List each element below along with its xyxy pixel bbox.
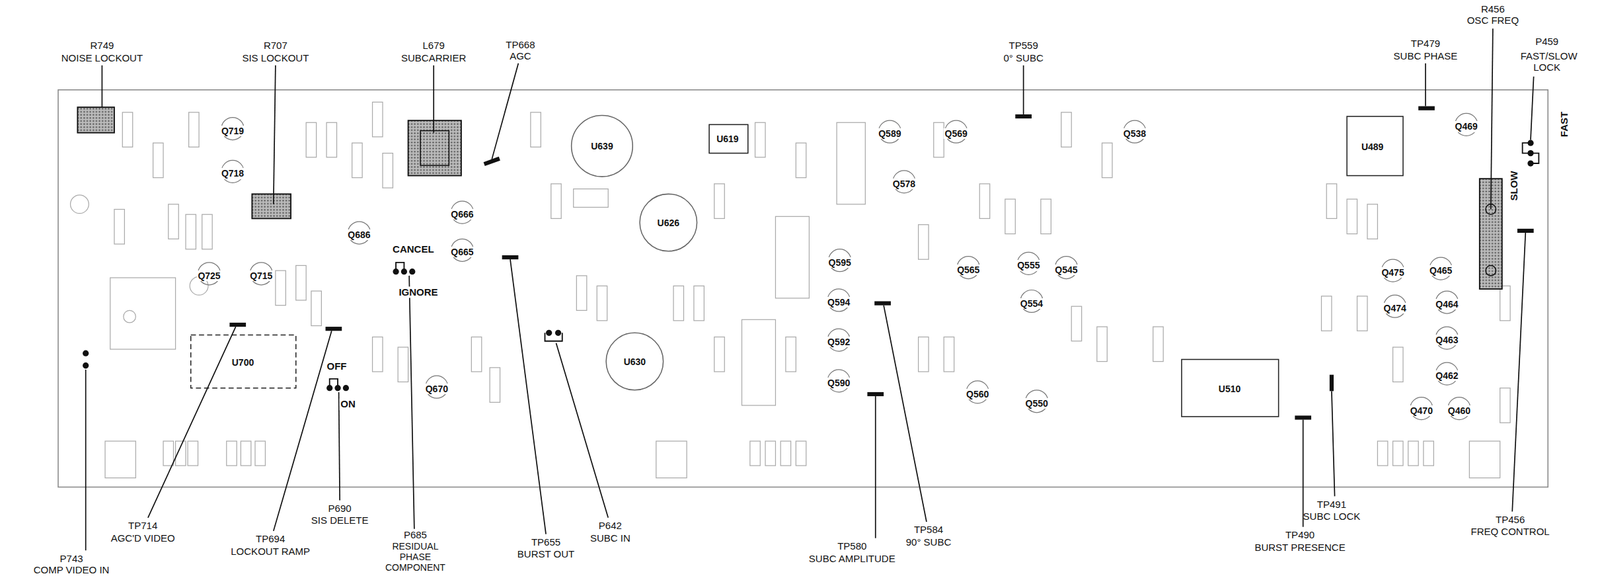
callout-label: OSC FREQ [1467, 14, 1519, 26]
callout-label: SUBC AMPLITUDE [808, 552, 896, 564]
callout-label: FREQ CONTROL [1471, 526, 1550, 538]
part-number: U639 [589, 140, 614, 152]
part-number: Q569 [943, 128, 969, 139]
callout-label: TP655 [531, 535, 561, 548]
callout-label: P690 [328, 502, 352, 514]
callout-label: COMP VIDEO IN [33, 563, 110, 575]
part-number: U619 [715, 133, 740, 145]
jumper-position: FAST [1558, 110, 1570, 139]
jumper-position: CANCEL [391, 243, 436, 255]
part-number: U630 [622, 356, 648, 367]
part-number: Q460 [1446, 405, 1472, 416]
part-number: Q464 [1434, 298, 1460, 310]
callout-label: SIS LOCKOUT [241, 52, 309, 64]
callout-label: R456 [1481, 3, 1505, 15]
callout-label: SUBC LOCK [1303, 510, 1361, 523]
callout-label: FAST/SLOW LOCK [1520, 49, 1574, 73]
part-number: Q463 [1434, 334, 1460, 345]
callout-label: TP584 [914, 524, 944, 536]
part-number: Q665 [449, 246, 475, 258]
callout-label: L679 [422, 40, 445, 52]
callout-label: P743 [60, 552, 84, 564]
part-number: Q578 [891, 178, 917, 190]
part-number: Q590 [826, 377, 852, 388]
part-number: Q725 [196, 270, 222, 281]
callout-label: SIS DELETE [311, 514, 369, 527]
callout-label: NOISE LOCKOUT [61, 52, 143, 64]
part-number: Q560 [964, 388, 991, 400]
part-number: Q545 [1053, 264, 1079, 275]
jumper-position: SLOW [1508, 169, 1521, 203]
callout-label: R749 [89, 40, 114, 52]
callout-label: TP479 [1410, 38, 1441, 50]
part-number: Q550 [1024, 397, 1050, 409]
callout-label: AGC'D VIDEO [111, 532, 176, 544]
callout-label: P459 [1535, 36, 1559, 48]
part-number: U510 [1217, 383, 1242, 394]
part-number: Q666 [449, 208, 475, 220]
part-number: Q538 [1122, 128, 1148, 139]
part-number: Q554 [1019, 298, 1045, 309]
part-number: Q686 [346, 229, 372, 240]
callout-label: TP694 [255, 533, 285, 545]
part-number: Q670 [424, 383, 450, 394]
callout-label: LOCKOUT RAMP [230, 545, 310, 557]
part-number: Q465 [1428, 265, 1454, 276]
callout-label: TP456 [1495, 513, 1525, 525]
callout-label: TP559 [1009, 40, 1039, 52]
callout-label: SUBC IN [590, 532, 631, 544]
part-number: Q555 [1015, 259, 1041, 271]
callout-label: AGC [509, 50, 532, 62]
part-number: Q474 [1382, 302, 1408, 314]
part-number: Q594 [826, 296, 852, 308]
callout-label: TP714 [128, 520, 158, 532]
part-number: Q718 [220, 167, 246, 179]
part-number: Q719 [220, 125, 246, 137]
part-number: Q589 [876, 128, 903, 139]
jumper-position: IGNORE [397, 286, 439, 298]
part-number: U626 [656, 217, 681, 229]
part-number: Q565 [955, 264, 981, 275]
part-number: Q475 [1379, 266, 1406, 278]
part-number: U489 [1360, 141, 1385, 153]
callout-label: TP580 [837, 539, 867, 552]
callout-label: SUBCARRIER [401, 52, 466, 64]
part-number: Q462 [1434, 370, 1460, 381]
part-number: Q469 [1453, 120, 1480, 132]
callout-label: TP490 [1285, 528, 1315, 540]
part-number: Q595 [827, 257, 853, 268]
callout-label: RESIDUAL PHASE COMPONENT [381, 540, 449, 573]
jumper-position: ON [339, 398, 357, 410]
part-number: Q592 [826, 336, 852, 347]
callout-label: R707 [263, 40, 288, 52]
part-number: Q715 [248, 270, 274, 281]
callout-label: BURST PRESENCE [1254, 541, 1345, 553]
callout-label: TP491 [1317, 498, 1347, 510]
jumper-position: OFF [325, 360, 349, 373]
callout-label: 0° SUBC [1003, 52, 1044, 64]
callout-label: P642 [598, 520, 622, 532]
callout-label: TP668 [505, 38, 535, 51]
part-number: U700 [230, 356, 256, 368]
callout-label: 90° SUBC [906, 535, 952, 548]
part-number: Q470 [1409, 405, 1435, 416]
callout-label: BURST OUT [517, 548, 575, 560]
callout-label: SUBC PHASE [1393, 50, 1458, 62]
callout-label: P685 [403, 528, 427, 540]
